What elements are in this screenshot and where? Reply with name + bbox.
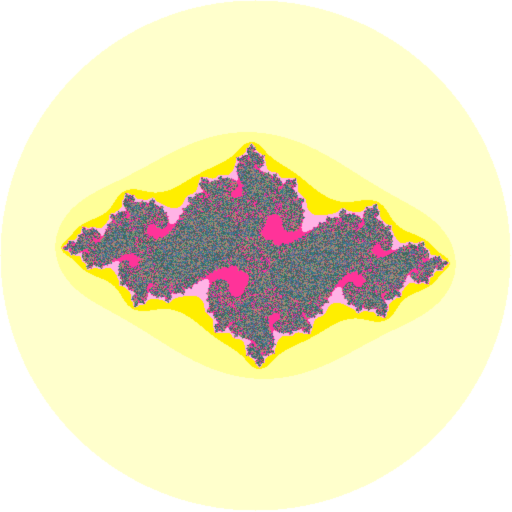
julia-fractal-canvas (0, 0, 512, 512)
fractal-image (0, 0, 512, 512)
